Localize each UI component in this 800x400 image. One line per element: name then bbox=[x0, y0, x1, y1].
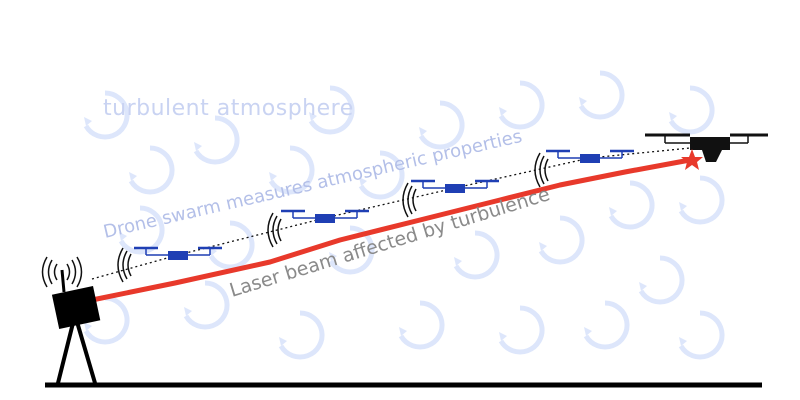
swirl-icon bbox=[209, 223, 252, 267]
swirl-icon bbox=[539, 218, 582, 262]
swirl-icon bbox=[584, 303, 627, 347]
target-drone-icon bbox=[645, 133, 768, 162]
drone-icon bbox=[279, 209, 371, 225]
swirl-icon bbox=[399, 303, 442, 347]
swirl-icon bbox=[669, 88, 712, 132]
drone-icon bbox=[409, 179, 501, 195]
swirl-icon bbox=[279, 313, 322, 357]
swirl-icon bbox=[679, 178, 722, 222]
swirl-icon bbox=[609, 183, 652, 227]
signal-waves-icon bbox=[41, 256, 83, 288]
signal-waves-icon bbox=[267, 212, 282, 248]
swirl-icon bbox=[454, 233, 497, 277]
swirl-icon bbox=[679, 313, 722, 357]
signal-waves-icon bbox=[117, 247, 132, 283]
swirl-icon bbox=[184, 283, 227, 327]
laser-beam bbox=[89, 157, 693, 303]
transmitter-icon bbox=[41, 256, 101, 384]
signal-waves-icon bbox=[534, 152, 549, 188]
star-icon bbox=[681, 149, 703, 170]
drone-icon bbox=[544, 149, 636, 165]
signal-waves-icon bbox=[402, 182, 417, 218]
swirl-icon bbox=[194, 118, 237, 162]
swirl-icon bbox=[499, 308, 542, 352]
swirl-icon bbox=[129, 148, 172, 192]
swirl-icon bbox=[579, 73, 622, 117]
swirl-icon bbox=[499, 83, 542, 127]
atmosphere-label: turbulent atmosphere bbox=[103, 96, 354, 121]
swirl-icon bbox=[639, 258, 682, 302]
